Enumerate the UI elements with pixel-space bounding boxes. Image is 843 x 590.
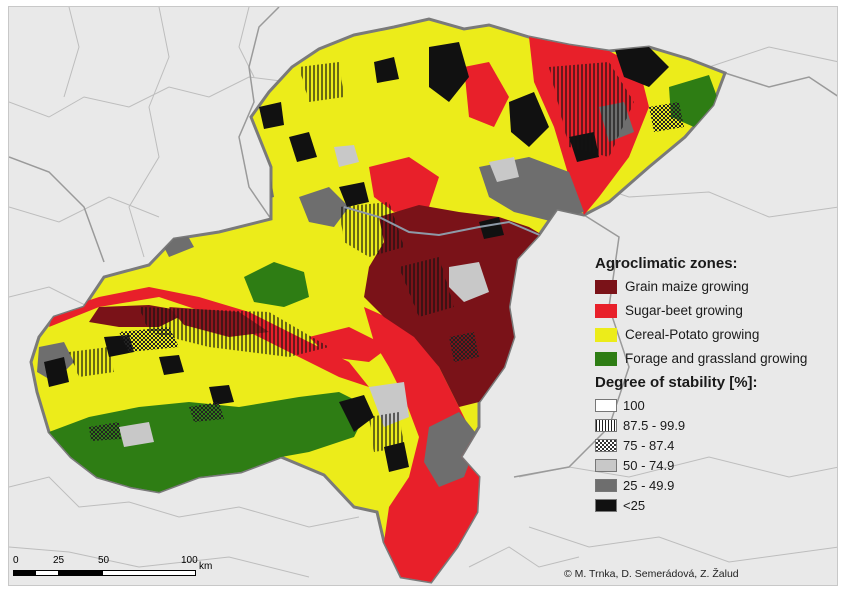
legend-stability-swatch bbox=[595, 459, 617, 472]
scale-unit: km bbox=[199, 561, 213, 572]
legend-stability-label: 87.5 - 99.9 bbox=[623, 418, 686, 433]
scale-bar-graphic bbox=[13, 570, 196, 576]
stability-crosshatch bbox=[89, 102, 684, 441]
neighbor-borders-strong bbox=[9, 7, 837, 478]
legend-stability-row: 25 - 49.9 bbox=[595, 477, 835, 494]
map-credit: © M. Trnka, D. Semerádová, Z. Žalud bbox=[564, 568, 739, 580]
stability-list: 100 87.5 - 99.9 75 - 87.4 50 - 74.9 25 - 49.… bbox=[595, 397, 835, 514]
legend-stability-swatch bbox=[595, 439, 617, 452]
legend-stability-label: 75 - 87.4 bbox=[623, 438, 675, 453]
legend-zone-row: Forage and grassland growing bbox=[595, 350, 835, 368]
scale-tick-50: 50 bbox=[98, 555, 110, 566]
zone-layers bbox=[37, 37, 719, 582]
legend-stability-label: <25 bbox=[623, 498, 646, 513]
legend-stability-label: 25 - 49.9 bbox=[623, 478, 675, 493]
scale-tick-25: 25 bbox=[53, 555, 65, 566]
legend-zone-label: Cereal-Potato growing bbox=[625, 327, 760, 342]
legend-stability-row: 75 - 87.4 bbox=[595, 437, 835, 454]
scale-labels: 0 25 50 100 km bbox=[13, 555, 243, 572]
legend-zone-row: Grain maize growing bbox=[595, 278, 835, 296]
legend-zone-label: Sugar-beet growing bbox=[625, 303, 743, 318]
zones-title: Agroclimatic zones: bbox=[595, 255, 738, 272]
map-canvas[interactable] bbox=[9, 7, 838, 586]
scale-tick-0: 0 bbox=[13, 555, 19, 566]
legend-stability-label: 50 - 74.9 bbox=[623, 458, 675, 473]
stability-title: Degree of stability [%]: bbox=[595, 374, 758, 391]
legend-zone-swatch bbox=[595, 352, 617, 366]
legend-stability-swatch bbox=[595, 479, 617, 492]
scale-bar: 0 25 50 100 km bbox=[13, 555, 243, 576]
legend-zone-swatch bbox=[595, 328, 617, 342]
scale-tick-100: 100 bbox=[181, 555, 198, 566]
stability-light-gray bbox=[119, 145, 519, 447]
legend-zone-label: Grain maize growing bbox=[625, 279, 749, 294]
legend-stability-swatch bbox=[595, 499, 617, 512]
neighbor-borders bbox=[9, 7, 837, 578]
legend-stability-label: 100 bbox=[623, 398, 645, 413]
legend-stability-row: 87.5 - 99.9 bbox=[595, 417, 835, 434]
legend-stability-row: 100 bbox=[595, 397, 835, 414]
legend-zone-swatch bbox=[595, 304, 617, 318]
legend-zone-label: Forage and grassland growing bbox=[625, 351, 808, 366]
stability-black bbox=[44, 42, 669, 472]
legend-zone-swatch bbox=[595, 280, 617, 294]
legend-stability-swatch bbox=[595, 399, 617, 412]
stability-hatch bbox=[69, 62, 634, 452]
legend-zone-row: Sugar-beet growing bbox=[595, 302, 835, 320]
zone-forage[interactable] bbox=[49, 75, 719, 492]
internal-border bbox=[343, 206, 550, 240]
legend-stability-row: <25 bbox=[595, 497, 835, 514]
legend-stability-row: 50 - 74.9 bbox=[595, 457, 835, 474]
legend-zone-row: Cereal-Potato growing bbox=[595, 326, 835, 344]
legend-stability-swatch bbox=[595, 419, 617, 432]
